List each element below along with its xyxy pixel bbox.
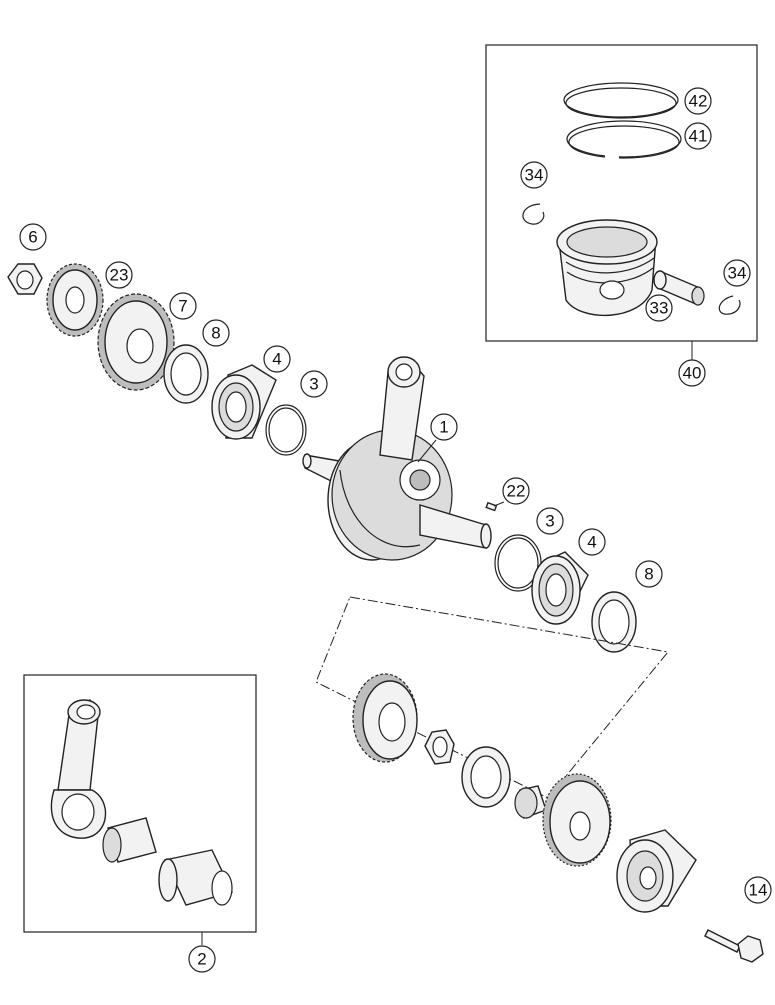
piston-pin-33[interactable] (653, 270, 705, 306)
svg-text:42: 42 (689, 92, 708, 111)
bolt-14[interactable] (704, 929, 764, 963)
callout-23[interactable]: 23 (105, 261, 133, 289)
svg-text:8: 8 (644, 565, 653, 584)
leader-lines (417, 439, 505, 507)
svg-text:22: 22 (507, 482, 526, 501)
callout-40[interactable]: 40 (678, 359, 706, 387)
key-22[interactable] (485, 501, 498, 512)
bushing-lower[interactable] (514, 785, 547, 819)
svg-text:34: 34 (525, 166, 544, 185)
callout-14[interactable]: 14 (744, 876, 772, 904)
callout-6[interactable]: 6 (19, 223, 47, 251)
gear-7[interactable] (97, 293, 175, 391)
svg-text:8: 8 (211, 324, 220, 343)
callout-4-right[interactable]: 4 (578, 528, 606, 556)
callout-8-left[interactable]: 8 (202, 319, 230, 347)
callout-34-right[interactable]: 34 (723, 259, 751, 287)
callout-33[interactable]: 33 (645, 294, 673, 322)
callout-2[interactable]: 2 (188, 945, 216, 973)
nut-lower[interactable] (424, 729, 455, 765)
callout-4-left[interactable]: 4 (263, 345, 291, 373)
svg-text:14: 14 (749, 881, 768, 900)
callout-8-right[interactable]: 8 (635, 560, 663, 588)
piston-ring-42[interactable] (563, 82, 679, 119)
svg-text:4: 4 (272, 350, 281, 369)
svg-text:6: 6 (28, 228, 37, 247)
svg-text:33: 33 (650, 299, 669, 318)
callout-42[interactable]: 42 (684, 87, 712, 115)
flywheel-rotor[interactable] (616, 829, 697, 913)
crank-pin[interactable] (158, 849, 233, 906)
conrod-kit-frame (23, 674, 257, 933)
svg-text:34: 34 (728, 264, 747, 283)
bearing-4-left[interactable] (211, 364, 277, 440)
callout-1[interactable]: 1 (430, 413, 458, 441)
seal-lower[interactable] (461, 746, 511, 808)
svg-text:41: 41 (689, 127, 708, 146)
piston[interactable] (556, 219, 658, 317)
callout-7[interactable]: 7 (169, 292, 197, 320)
piston-kit-frame (485, 44, 758, 342)
svg-text:1: 1 (439, 418, 448, 437)
svg-text:4: 4 (587, 533, 596, 552)
bearing-4-right[interactable] (531, 551, 589, 625)
callout-3-left[interactable]: 3 (300, 370, 328, 398)
seal-ring-8-left[interactable] (163, 344, 209, 404)
starter-gear[interactable] (542, 773, 612, 867)
crankshaft-1[interactable] (302, 356, 492, 561)
callout-34-left[interactable]: 34 (520, 161, 548, 189)
svg-text:23: 23 (110, 266, 129, 285)
svg-text:7: 7 (178, 297, 187, 316)
callout-3-right[interactable]: 3 (536, 507, 564, 535)
nut-6[interactable] (7, 263, 43, 295)
svg-text:40: 40 (683, 364, 702, 383)
svg-text:3: 3 (309, 375, 318, 394)
circlip-34-left[interactable] (522, 203, 545, 225)
piston-ring-41[interactable] (566, 120, 682, 160)
callout-22[interactable]: 22 (502, 477, 530, 505)
callout-41[interactable]: 41 (684, 122, 712, 150)
gear-23[interactable] (46, 263, 104, 337)
circlip-34-right[interactable] (718, 295, 741, 315)
seal-ring-8-right[interactable] (591, 591, 637, 653)
connecting-rod-2[interactable] (50, 699, 107, 839)
svg-text:2: 2 (197, 950, 206, 969)
svg-text:3: 3 (545, 512, 554, 531)
conrod-bearing[interactable] (102, 817, 157, 863)
gear-lower-left[interactable] (352, 673, 418, 763)
shim-3-left[interactable] (265, 404, 307, 456)
